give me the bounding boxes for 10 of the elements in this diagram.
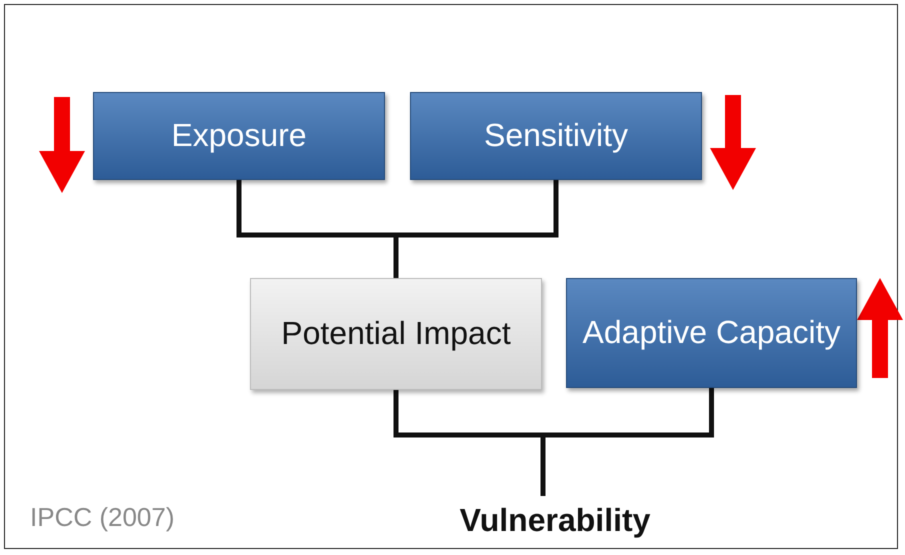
process-box: [566, 278, 857, 388]
box-label: Sensitivity: [484, 116, 628, 156]
source-note: IPCC (2007): [30, 502, 174, 533]
box-label: Adaptive Capacity: [582, 313, 840, 352]
process-box: [410, 92, 702, 180]
box-label: Exposure: [171, 116, 307, 156]
process-box: [93, 92, 385, 180]
process-box: [250, 278, 542, 390]
outcome-label: Vulnerability: [460, 501, 650, 540]
box-label: Potential Impact: [281, 314, 511, 354]
